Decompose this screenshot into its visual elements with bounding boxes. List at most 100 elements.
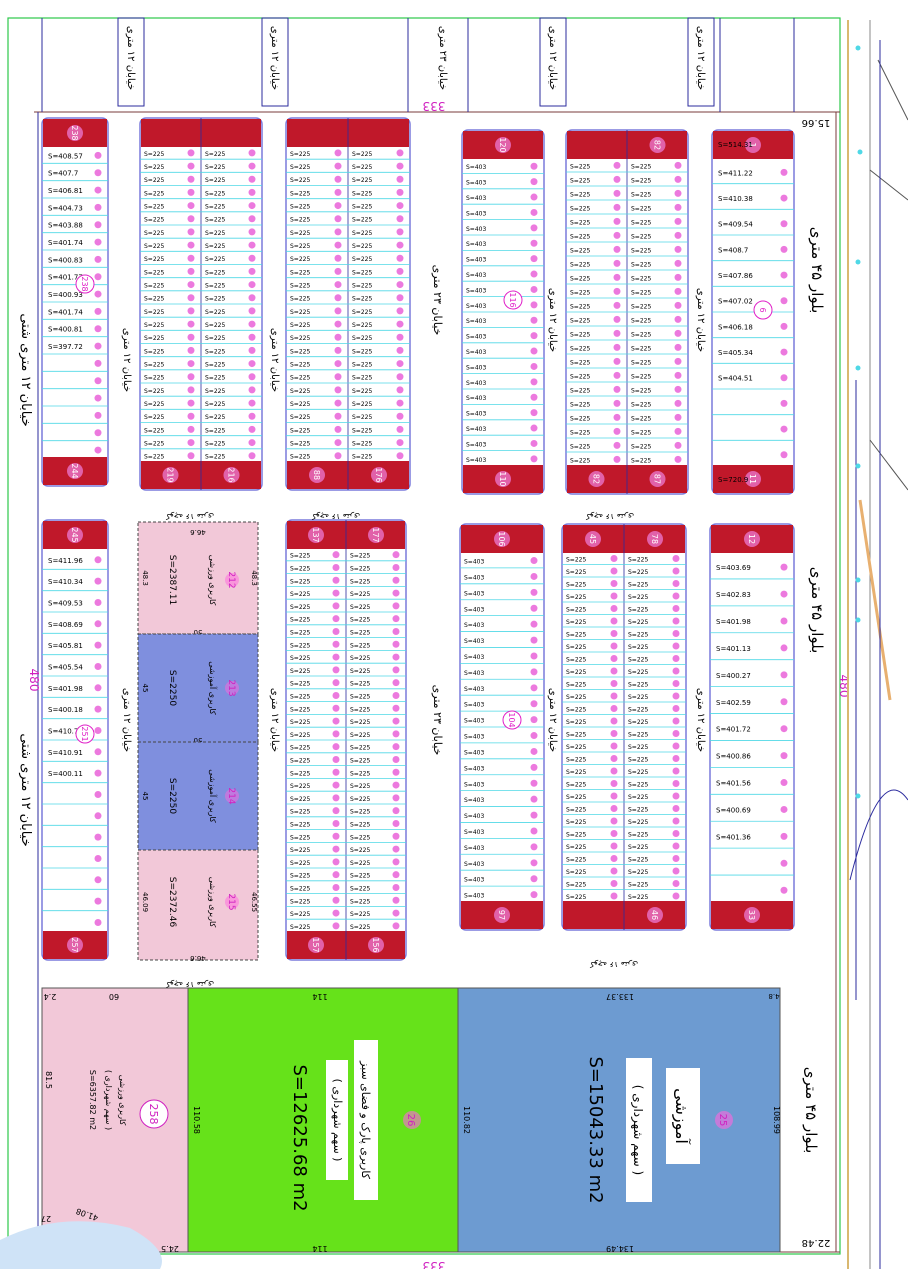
plot-area: S=410.38: [718, 195, 753, 203]
plot-marker: [780, 617, 788, 625]
plot-marker: [187, 399, 195, 407]
plot-marker: [392, 807, 400, 815]
plot-area: S=400.83: [48, 256, 83, 264]
plot-marker: [674, 413, 682, 421]
block: S=411.22S=410.38S=409.54S=408.7S=407.86S…: [711, 129, 795, 495]
plot-area: S=225: [205, 243, 225, 250]
plot-marker: [187, 228, 195, 236]
plot-area: S=403: [464, 749, 484, 756]
parcel-use: کاربری ورزشی: [118, 1075, 127, 1126]
plot-area: S=225: [350, 885, 370, 892]
plot-area: S=225: [290, 796, 310, 803]
plot-area: S=225: [290, 834, 310, 841]
plot-area: S=402.59: [716, 699, 751, 707]
plot-area: S=411.22: [718, 169, 753, 177]
plot-area: S=225: [205, 217, 225, 224]
plot-area: S=225: [205, 335, 225, 342]
plot-marker: [780, 374, 788, 382]
plot-marker: [396, 439, 404, 447]
plot-marker: [187, 254, 195, 262]
boulevard-label: بلوار ۴۵ متری: [802, 1067, 820, 1154]
plot-marker: [530, 301, 538, 309]
plot-area: S=225: [631, 359, 651, 366]
plot-area: S=225: [205, 427, 225, 434]
plot-marker: [94, 577, 102, 585]
plot-area: S=225: [290, 427, 310, 434]
plot-marker: [610, 755, 618, 762]
plot-marker: [334, 202, 342, 210]
plot-marker: [187, 320, 195, 328]
plot-marker: [780, 399, 788, 407]
plot-marker: [780, 348, 788, 356]
plot-marker: [94, 411, 102, 419]
plot-marker: [672, 780, 680, 787]
plot-marker: [392, 717, 400, 725]
plot-area: S=225: [290, 783, 310, 790]
plot-area: S=225: [566, 869, 586, 876]
block-number: 46: [650, 910, 659, 920]
block-mid-number: 238: [80, 276, 89, 291]
plot-area: S=225: [290, 190, 310, 197]
plot-area: S=225: [566, 757, 586, 764]
plot-area: S=225: [290, 256, 310, 263]
plot-area: S=403: [464, 670, 484, 677]
plot-area: S=225: [628, 644, 648, 651]
plot-marker: [392, 679, 400, 687]
plot-marker: [94, 726, 102, 734]
plot-marker: [187, 202, 195, 210]
plot-marker: [610, 642, 618, 650]
plot-area: S=225: [566, 819, 586, 826]
plot-area: S=400.11: [48, 770, 83, 778]
cap-area: S=720.9: [718, 476, 748, 484]
plot-area: S=225: [570, 443, 590, 450]
plot-marker: [530, 178, 538, 186]
plot-area: S=405.34: [718, 349, 753, 357]
block-number: 156: [371, 937, 380, 952]
plot-area: S=225: [205, 151, 225, 158]
plot-area: S=408.69: [48, 621, 83, 629]
block-number: 245: [70, 527, 79, 542]
plot-marker: [187, 425, 195, 433]
plot-marker: [332, 871, 340, 879]
plot-marker: [780, 297, 788, 305]
plot-marker: [396, 149, 404, 157]
plot-marker: [672, 742, 680, 750]
plot-marker: [334, 294, 342, 302]
block-number-marker: [647, 531, 663, 547]
parcel-215: 215 کاربری ورزشی S=2372.46 46.09 46.55 4…: [137, 849, 259, 962]
plot-area: S=407.86: [718, 272, 753, 280]
plot-area: S=225: [144, 454, 164, 461]
plot-area: S=225: [290, 401, 310, 408]
plot-area: S=225: [350, 834, 370, 841]
plot-marker: [613, 427, 621, 435]
plot-marker: [530, 255, 538, 263]
plot-marker: [334, 333, 342, 341]
plot-area: S=403: [464, 559, 484, 566]
plot-marker: [248, 149, 256, 157]
plot-marker: [780, 886, 788, 894]
plot-area: S=225: [631, 317, 651, 324]
plot-area: S=225: [350, 681, 370, 688]
row-alley-label: کوچه ۱۶ متری: [312, 512, 360, 521]
plot-marker: [610, 730, 618, 737]
plot-marker: [332, 563, 340, 571]
plot-marker: [780, 322, 788, 330]
plot-marker: [392, 627, 400, 635]
block-number: 87: [653, 474, 662, 484]
plot-area: S=225: [350, 668, 370, 675]
alley-west-label: خیابان ۱۲ متری شتی: [18, 733, 33, 846]
plot-marker: [613, 343, 621, 351]
plot-marker: [674, 357, 682, 365]
parcel-213: 213 کاربری آموزشی S=2250 45 50: [137, 633, 259, 744]
plot-area: S=225: [205, 348, 225, 355]
plot-area: S=225: [290, 732, 310, 739]
plot-marker: [248, 294, 256, 302]
parcel-share: ( سهم شهرداری ): [104, 1070, 113, 1130]
outer-frame: [7, 17, 841, 1255]
plot-marker: [672, 717, 680, 725]
plot-marker: [396, 254, 404, 262]
plot-area: S=225: [352, 309, 372, 316]
block-number: 45: [588, 534, 597, 544]
parcel-dim: 46.09: [141, 892, 149, 912]
plot-marker: [613, 245, 621, 253]
